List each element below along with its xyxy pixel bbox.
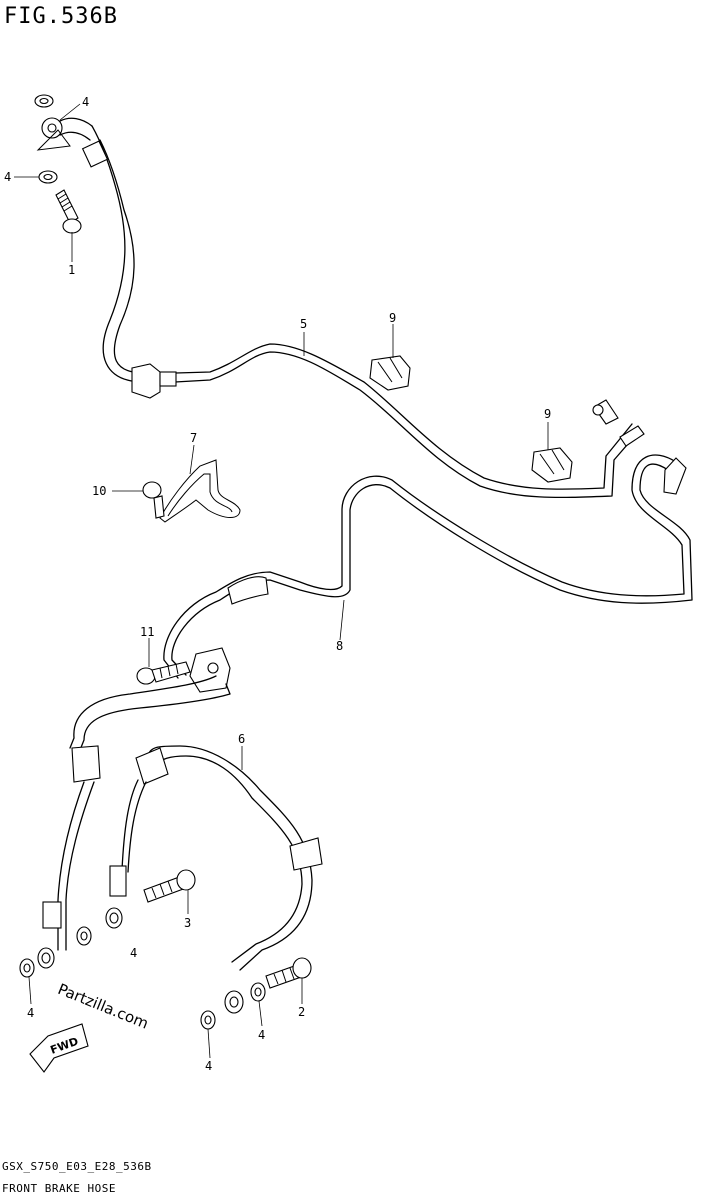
callout-4-mid: 4: [130, 946, 137, 960]
washer-top-left: [34, 94, 54, 108]
callout-4-left: 4: [4, 170, 11, 184]
banjo-fitting-upper: [41, 117, 93, 141]
clamp-9b: [531, 447, 573, 483]
callout-1: 1: [68, 263, 75, 277]
brake-hose-lower-left: [37, 675, 231, 969]
callout-4-bottom: 4: [205, 1059, 212, 1073]
three-way-joint: [189, 647, 231, 693]
callout-9-lower: 9: [544, 407, 551, 421]
callout-4-lowright: 4: [258, 1028, 265, 1042]
brake-hose-6: [105, 745, 323, 1014]
callout-4-lowleft: 4: [27, 1006, 34, 1020]
banjo-bolt-2: [265, 957, 312, 989]
washer-lower-2: [76, 926, 92, 946]
callout-11: 11: [140, 625, 154, 639]
bolt-10: [142, 481, 165, 519]
brake-hose-8: [163, 454, 693, 679]
washer-lower-4: [250, 982, 266, 1002]
callout-5: 5: [300, 317, 307, 331]
callout-4-top: 4: [82, 95, 89, 109]
washer-left: [38, 170, 58, 184]
washer-lower-3: [200, 1010, 216, 1030]
footer-figure-title: FRONT BRAKE HOSE: [2, 1182, 116, 1195]
callout-9-upper: 9: [389, 311, 396, 325]
callout-2: 2: [298, 1005, 305, 1019]
callout-6: 6: [238, 732, 245, 746]
leader-lines: [14, 103, 549, 1059]
bracket-7: [159, 459, 241, 523]
callout-7: 7: [190, 431, 197, 445]
banjo-bolt-1: [55, 189, 82, 234]
fwd-arrow: FWD: [29, 1023, 89, 1073]
footer-figure-code: GSX_S750_E03_E28_536B: [2, 1160, 152, 1173]
callout-10: 10: [92, 484, 106, 498]
callout-8: 8: [336, 639, 343, 653]
bolt-11: [136, 661, 191, 685]
banjo-cutline: [36, 129, 71, 151]
figure-title: FIG.536B: [4, 4, 118, 29]
callout-3: 3: [184, 916, 191, 930]
banjo-bolt-3: [143, 869, 196, 903]
clamp-9a: [369, 355, 411, 391]
brake-hose-5: [81, 125, 645, 499]
washer-lower-1: [19, 958, 35, 978]
